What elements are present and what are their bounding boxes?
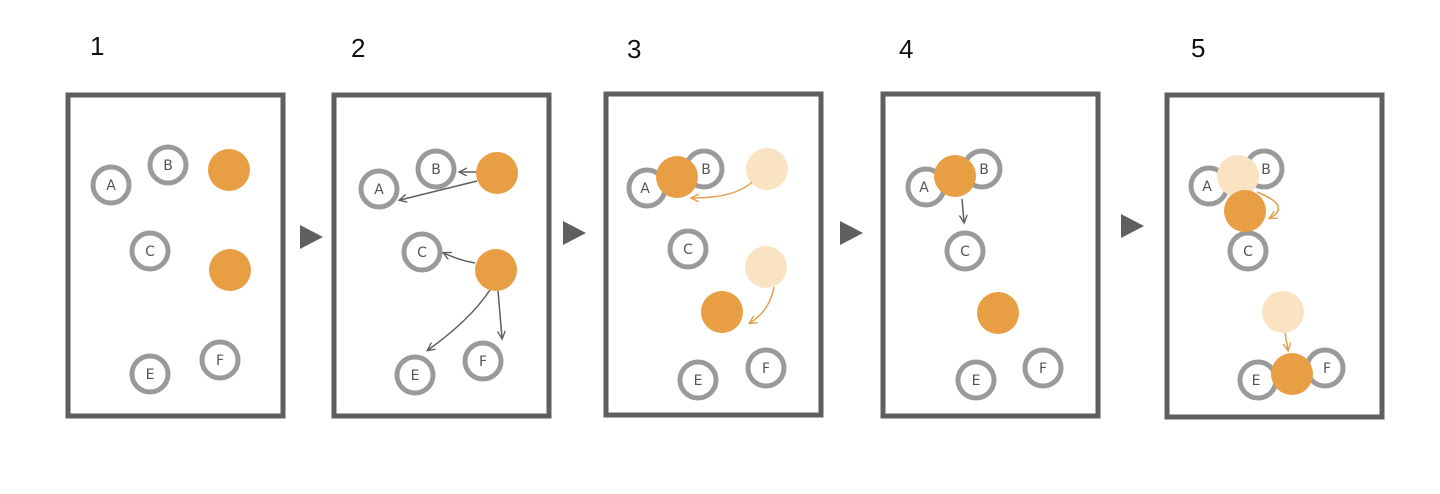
centroid	[977, 292, 1019, 334]
panel-frame-3	[603, 91, 824, 418]
svg-text:B: B	[431, 162, 441, 178]
svg-text:F: F	[479, 354, 487, 370]
centroid	[209, 249, 251, 291]
step-label-5: 5	[1191, 33, 1205, 63]
node-c: C	[129, 230, 171, 272]
node-f: F	[1022, 347, 1064, 389]
triangle-right-icon	[300, 225, 323, 249]
svg-text:E: E	[972, 373, 981, 389]
svg-text:C: C	[1243, 244, 1253, 260]
centroid-previous	[1262, 291, 1304, 333]
svg-text:F: F	[1039, 361, 1047, 377]
svg-text:C: C	[417, 245, 427, 261]
centroid	[1271, 353, 1313, 395]
centroid	[656, 156, 698, 198]
centroid	[934, 155, 976, 197]
node-f: F	[462, 340, 504, 382]
svg-text:B: B	[1261, 162, 1271, 178]
node-c: C	[1227, 230, 1269, 272]
panel-frame-5	[1164, 92, 1385, 420]
centroid	[476, 152, 518, 194]
node-a: A	[90, 164, 132, 206]
step-label-3: 3	[627, 34, 641, 64]
node-f: F	[1304, 347, 1346, 389]
centroid-previous	[746, 148, 788, 190]
node-c: C	[401, 231, 443, 273]
node-f: F	[199, 339, 241, 381]
svg-text:A: A	[106, 178, 116, 194]
svg-text:E: E	[694, 373, 703, 389]
svg-text:B: B	[979, 162, 989, 178]
panel-3: A B C E F	[626, 148, 788, 401]
node-f: F	[745, 347, 787, 389]
step-label-1: 1	[90, 31, 104, 61]
svg-text:F: F	[216, 353, 224, 369]
triangle-right-icon	[563, 221, 586, 245]
assign-arrow	[962, 198, 964, 222]
centroid-previous	[745, 246, 787, 288]
node-b: B	[147, 144, 189, 186]
node-c: C	[944, 230, 986, 272]
centroid	[475, 249, 517, 291]
svg-text:E: E	[146, 367, 155, 383]
svg-text:A: A	[640, 181, 650, 197]
panel-4: A B C E F	[905, 148, 1064, 401]
panel-frame-1	[65, 92, 286, 419]
move-arrow	[692, 181, 753, 198]
svg-text:B: B	[701, 162, 711, 178]
assign-arrow	[428, 289, 491, 350]
node-e: E	[129, 353, 171, 395]
svg-text:C: C	[960, 244, 970, 260]
svg-text:F: F	[762, 361, 770, 377]
centroid	[1224, 190, 1266, 232]
svg-text:E: E	[1252, 373, 1261, 389]
svg-text:A: A	[374, 182, 384, 198]
node-e: E	[677, 359, 719, 401]
node-e: E	[955, 359, 997, 401]
node-e: E	[394, 354, 436, 396]
move-arrow	[750, 286, 775, 323]
move-arrow	[1285, 332, 1288, 350]
node-b: B	[415, 148, 457, 190]
centroid-previous	[1217, 155, 1259, 197]
assign-arrow	[444, 253, 476, 264]
step-label-2: 2	[351, 33, 365, 63]
svg-text:A: A	[1202, 179, 1212, 195]
node-e: E	[1237, 359, 1279, 401]
panel-frame-4	[880, 91, 1101, 419]
panel-1: A B C E F	[90, 144, 251, 395]
centroid	[701, 291, 743, 333]
step-label-4: 4	[899, 34, 913, 64]
svg-text:C: C	[145, 244, 155, 260]
assign-arrow	[498, 290, 502, 338]
triangle-right-icon	[840, 221, 863, 245]
move-arrow	[1256, 191, 1280, 218]
panel-2: A B C E F	[358, 148, 518, 396]
centroid	[208, 149, 250, 191]
assign-arrow	[400, 180, 478, 200]
panel-5: A B C E F	[1188, 148, 1346, 401]
node-a: A	[358, 168, 400, 210]
node-c: C	[667, 228, 709, 270]
triangle-right-icon	[1121, 214, 1144, 238]
svg-text:B: B	[163, 158, 173, 174]
panel-frame-2	[331, 92, 552, 419]
svg-text:E: E	[411, 368, 420, 384]
svg-text:F: F	[1323, 361, 1331, 377]
svg-text:C: C	[683, 242, 693, 258]
svg-text:A: A	[919, 180, 929, 196]
